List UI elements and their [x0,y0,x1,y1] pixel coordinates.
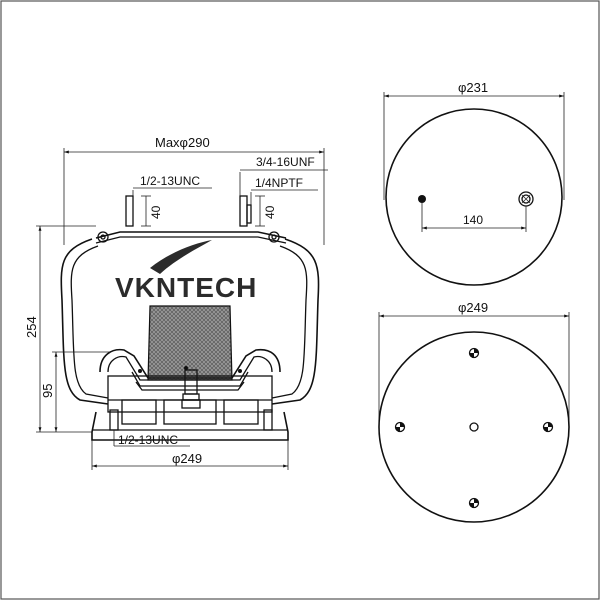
air-fitting [246,204,252,224]
top-plate-diameter-label: φ231 [458,80,488,95]
rubber-bellow [60,238,320,405]
air-inlet-inner [521,194,531,204]
bolt-hole-bottom [468,497,480,509]
lower-left-stud [109,409,119,431]
max-diameter-label: Maxφ290 [155,135,210,150]
upper-right-stud [239,195,248,227]
bottom-view: φ249 [378,300,570,523]
overall-height-label: 254 [24,316,39,338]
logo-swoosh [150,240,212,274]
upper-right-air-thread-label: 3/4-16UNF [256,155,315,169]
right-stud-height: 40 [263,205,277,219]
top-plate-circle [385,108,563,286]
piston-diameter-label: φ249 [172,451,202,466]
upper-left-thread-label: 1/2-13UNC [140,174,200,188]
bolt-hole-right [542,421,554,433]
bolt-hole-left [394,421,406,433]
lower-thread-label: 1/2-13UNC [118,433,178,447]
stud-hole-left [418,195,426,203]
side-view: Maxφ290 1/2-13UNC 3/4-16UNF 1/4NPTF 40 4… [24,135,328,470]
brand-logo: VKNTECH [115,272,257,303]
top-bead-plate [95,231,287,244]
bottom-diameter-label: φ249 [458,300,488,315]
bumper-block [147,305,233,381]
center-hole [469,422,479,432]
bolt-hole-top [468,347,480,359]
left-stud-height: 40 [149,205,163,219]
upper-left-stud [125,195,134,227]
base-flange [91,409,289,441]
top-plate-view: φ231 140 [383,80,565,286]
piston-height-label: 95 [40,384,55,398]
bottom-plate-circle [378,331,570,523]
upper-right-pipe-thread-label: 1/4NPTF [255,176,303,190]
lower-right-stud [263,409,273,431]
stud-spacing-label: 140 [463,213,483,227]
piston [99,348,281,425]
